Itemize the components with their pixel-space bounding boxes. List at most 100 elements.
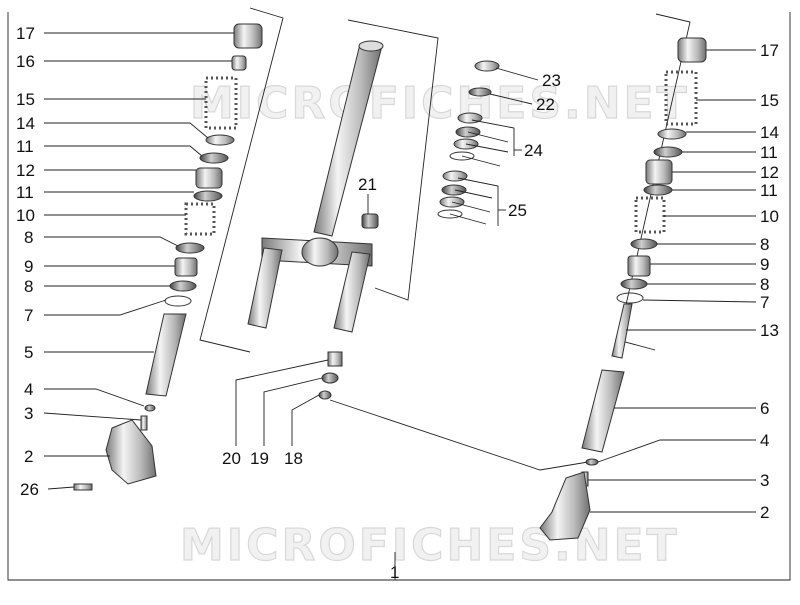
part-22-washer: [468, 87, 492, 97]
group-24-bracket: [461, 119, 515, 167]
part-7-circlip: [164, 295, 192, 307]
part-16-bush: [231, 55, 247, 71]
callout-steering-23: 23: [542, 71, 561, 90]
callout-right-7: 7: [760, 293, 769, 312]
callout-left-7: 7: [24, 306, 33, 325]
right-part-17-cap: [677, 37, 707, 63]
part-9-bush: [174, 257, 198, 277]
right-part-11-ring-lower: [643, 184, 673, 196]
part-23-locknut: [474, 60, 500, 72]
part-26-bolt: [73, 483, 93, 491]
part-17-cap: [233, 23, 263, 49]
part-14-washer: [205, 134, 235, 146]
callouts-center: 21 20 19 18: [222, 175, 377, 468]
assembly-number: 1: [390, 563, 399, 582]
frame-right-bracket: [395, 12, 791, 581]
right-part-10-spring: [634, 196, 666, 234]
callout-left-3: 3: [24, 404, 33, 423]
callout-right-2: 2: [760, 503, 769, 522]
fork-left-leg: [247, 247, 283, 329]
callout-left-9: 9: [24, 257, 33, 276]
callout-left-26: 26: [20, 480, 39, 499]
right-part-4-washer: [585, 458, 599, 466]
callout-right-9: 9: [760, 255, 769, 274]
leader-lines: [43, 32, 757, 513]
right-part-8-ring-upper: [630, 238, 658, 250]
left-leg-group-frame: [199, 7, 284, 353]
callout-right-3: 3: [760, 471, 769, 490]
callouts-steering: 23 22 24 25: [508, 71, 561, 220]
callout-center-21: 21: [358, 175, 377, 194]
fork-right-leg: [333, 251, 371, 333]
callout-right-15: 15: [760, 91, 779, 110]
right-part-7-circlip: [616, 292, 644, 304]
callout-left-14: 14: [16, 114, 35, 133]
part-20-bush: [327, 351, 343, 367]
group-25-bracket: [449, 177, 499, 226]
callout-right-4: 4: [760, 431, 769, 450]
steering-bearings: [437, 60, 515, 226]
center-fork: [247, 40, 384, 400]
callout-steering-25: 25: [508, 201, 527, 220]
callout-right-6: 6: [760, 399, 769, 418]
right-part-6-tube: [581, 369, 625, 453]
callout-steering-22: 22: [536, 95, 555, 114]
part-3-screw: [140, 415, 148, 431]
part-11-ring-lower: [193, 190, 223, 202]
callout-left-11a: 11: [16, 137, 34, 156]
callout-left-15: 15: [16, 90, 35, 109]
part-18-nut: [318, 390, 332, 400]
steering-group-frame: [347, 19, 439, 301]
part-19-washer: [321, 372, 339, 384]
callout-left-4: 4: [24, 380, 33, 399]
callout-left-2: 2: [24, 447, 33, 466]
right-fork-leg: [539, 37, 707, 541]
callout-right-8b: 8: [760, 275, 769, 294]
part-8-ring-upper: [175, 242, 205, 254]
part-2-bracket: [105, 419, 157, 485]
callout-left-10: 10: [16, 206, 35, 225]
right-part-12-spacer: [645, 159, 673, 185]
callout-left-17: 17: [16, 24, 35, 43]
callout-right-10: 10: [760, 207, 779, 226]
right-part-9-bush: [627, 255, 651, 277]
callout-right-11a: 11: [760, 143, 778, 162]
callout-center-19: 19: [250, 449, 269, 468]
callouts-left: 17 16 15 14 11 12 11 10 8 9 8 7 5 4 3 2 …: [16, 24, 39, 499]
watermark-top: MICROFICHES.NET: [190, 78, 690, 129]
part-10-spring: [184, 202, 216, 236]
callout-center-20: 20: [222, 449, 241, 468]
frame-left-bracket: [7, 12, 395, 581]
center-link-line: [329, 399, 589, 471]
part-21-nut: [361, 213, 379, 229]
callout-right-12: 12: [760, 163, 779, 182]
callout-right-13: 13: [760, 321, 779, 340]
part-8-ring-lower: [169, 280, 197, 292]
callout-right-11b: 11: [760, 181, 778, 200]
callout-left-16: 16: [16, 52, 35, 71]
right-part-13-rod: [611, 303, 633, 359]
watermark-bottom: MICROFICHES.NET: [180, 520, 680, 571]
callout-right-14: 14: [760, 123, 779, 142]
right-part-11-ring-upper: [653, 146, 683, 158]
callout-left-8a: 8: [24, 228, 33, 247]
callouts-right: 17 15 14 11 12 11 10 8 9 8 7 13 6 4 3 2: [760, 41, 779, 522]
callout-right-8a: 8: [760, 235, 769, 254]
part-4-washer: [144, 404, 156, 412]
callout-center-18: 18: [284, 449, 303, 468]
callout-steering-24: 24: [524, 141, 543, 160]
callout-left-8b: 8: [24, 277, 33, 296]
part-12-spacer: [195, 167, 223, 189]
right-part-14-washer: [657, 128, 687, 140]
steering-tube: [313, 43, 383, 237]
callout-right-17: 17: [760, 41, 779, 60]
part-15-spring: [204, 76, 238, 130]
part-5-tube: [145, 313, 187, 397]
right-part-15-spring: [664, 70, 698, 126]
callout-left-5: 5: [24, 343, 33, 362]
part-11-ring-upper: [199, 152, 229, 164]
callout-left-11b: 11: [16, 183, 34, 202]
right-part-2-bracket: [539, 471, 591, 541]
callout-left-12: 12: [16, 161, 35, 180]
